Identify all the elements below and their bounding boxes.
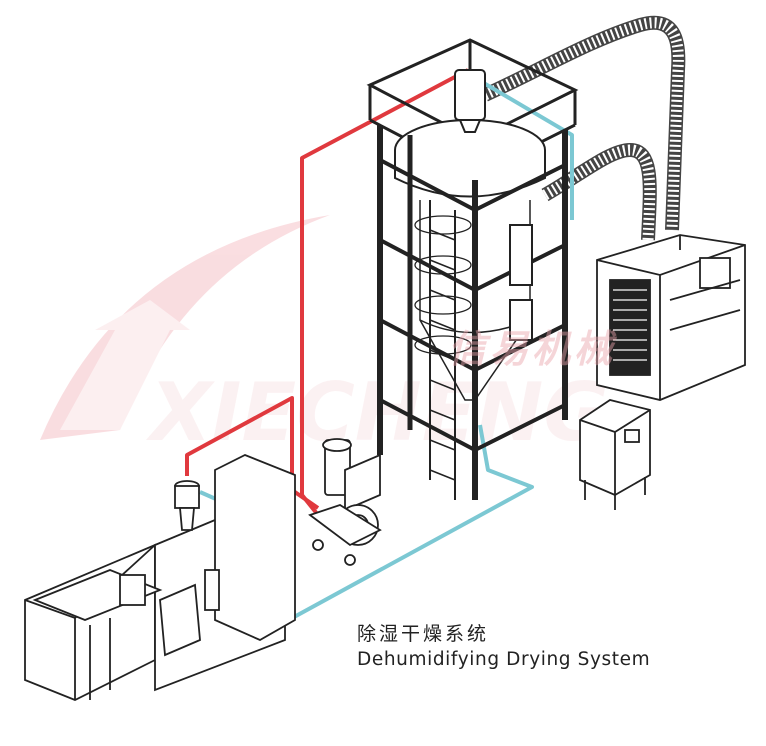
- caption: 除湿干燥系统 Dehumidifying Drying System: [357, 622, 650, 674]
- caption-title-cn: 除湿干燥系统: [357, 623, 490, 645]
- cooling-unit: [579, 399, 651, 510]
- supply-line: [185, 68, 469, 517]
- caption-title-en: Dehumidifying Drying System: [357, 649, 651, 670]
- watermark-brand-cn: 信易机械: [448, 327, 618, 371]
- flex-duct: [482, 15, 686, 241]
- drying-silo: [366, 38, 579, 500]
- vacuum-loader: [308, 438, 382, 566]
- injection-molding-machine: [24, 454, 296, 701]
- dehumidifier-dryer: [596, 234, 746, 401]
